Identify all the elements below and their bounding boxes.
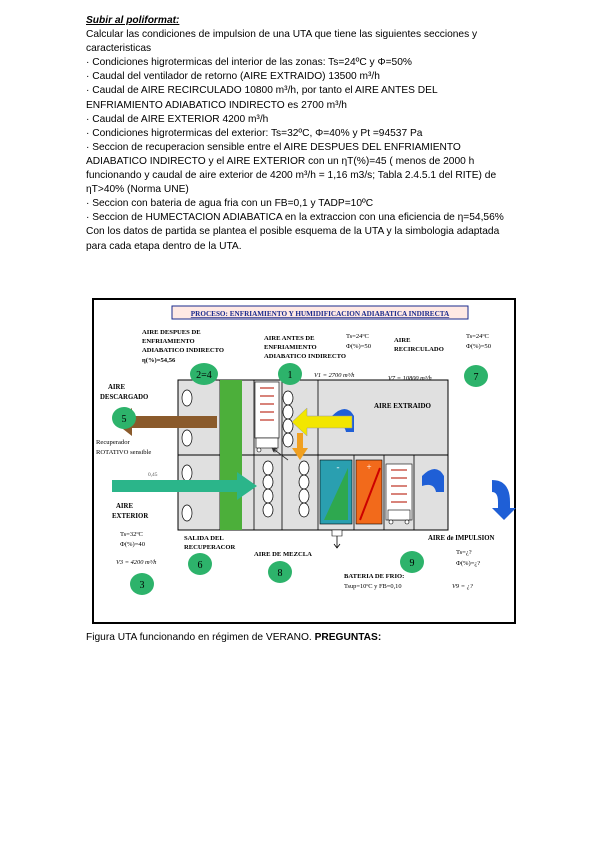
label-mezcla: AIRE DE MEZCLA <box>254 551 312 558</box>
bullet-recirculado: · Caudal de AIRE RECIRCULADO 10800 m³/h,… <box>86 85 438 111</box>
diagram-header: PROCESO: ENFRIAMIENTO Y HUMIDIFICACION A… <box>191 310 450 318</box>
node-2-4: 2=4 <box>190 363 218 385</box>
arrow-exterior <box>112 472 257 500</box>
svg-text:7: 7 <box>474 372 479 383</box>
uta-diagram: PROCESO: ENFRIAMIENTO Y HUMIDIFICACION A… <box>92 298 516 624</box>
humidifier-top <box>254 381 280 439</box>
label-exterior: AIRE EXTERIOR <box>112 503 148 520</box>
label-antes-caudal: V1 = 2700 m³/h <box>314 372 355 379</box>
rotary-recuperator <box>220 380 242 530</box>
caption-text: UTA funcionando en régimen de VERANO. <box>114 632 315 643</box>
node-1: 1 <box>278 363 302 385</box>
humidifier-coil <box>391 469 407 503</box>
label-impulsion-values: Ts=¿? Φ(%)=¿? <box>456 549 480 567</box>
document-title: Subir al poliformat: <box>86 15 180 26</box>
label-despues: AIRE DESPUES DE ENFRIAMIENTO ADIABATICO … <box>142 329 226 364</box>
node-9: 9 <box>400 551 424 573</box>
bullet-exterior: · Caudal de AIRE EXTERIOR 4200 m³/h <box>86 113 269 125</box>
label-recirculado-values: Ts=24ºC Φ(%)=50 <box>466 333 492 350</box>
tray-wheel <box>256 447 262 453</box>
coil-shade <box>324 468 348 520</box>
fan-supply-icon <box>422 469 444 492</box>
node-6: 6 <box>188 553 212 575</box>
bullet-interior: · Condiciones higrotermicas del interior… <box>86 57 412 69</box>
bullet-bateria: · Seccion con bateria de agua fria con u… <box>86 198 374 210</box>
figure-caption: Figura UTA funcionando en régimen de VER… <box>86 632 381 643</box>
paragraph-esquema: Con los datos de partida se plantea el p… <box>86 226 500 252</box>
document-text: Subir al poliformat: Calcular las condic… <box>86 14 516 254</box>
svg-text:3: 3 <box>140 580 145 591</box>
node-8: 8 <box>268 561 292 583</box>
label-salida: SALIDA DEL RECUPERACOR <box>184 535 236 551</box>
node-5: 5 <box>112 407 136 429</box>
drain-arrow-icon <box>333 536 341 549</box>
label-extraido: AIRE EXTRAIDO <box>374 402 432 410</box>
coil-minus-sign: - <box>337 462 340 472</box>
label-impulsion: AIRE de IMPULSION <box>428 535 495 542</box>
filter-column-left <box>181 389 193 522</box>
node-3: 3 <box>130 573 154 595</box>
humidifier-tray <box>387 509 411 521</box>
heating-coil <box>355 459 383 525</box>
diagram-header-box <box>171 305 469 320</box>
label-antes: AIRE ANTES DE ENFRIAMIENTO ADIABATICO IN… <box>264 335 346 360</box>
flow-pointer <box>271 447 289 461</box>
arrow-extraido <box>291 407 353 437</box>
humidifier-coil <box>260 387 274 421</box>
drain <box>331 529 343 537</box>
svg-text:5: 5 <box>122 414 127 425</box>
bullet-humectacion: · Seccion de HUMECTACION ADIABATICA en l… <box>86 212 504 224</box>
label-exterior-values: Ts=32ºC Φ(%)=40 <box>120 531 146 548</box>
svg-text:1: 1 <box>288 370 293 381</box>
bullet-cond-exterior: · Condiciones higrotermicas del exterior… <box>86 127 423 139</box>
tray-wheel <box>388 519 394 525</box>
label-efficiency: 0,45 <box>148 472 158 478</box>
coil-line <box>359 467 381 521</box>
svg-text:6: 6 <box>198 560 203 571</box>
label-frio: BATERIA DE FRIO: <box>344 573 404 580</box>
arrow-recirculado-down <box>292 433 308 460</box>
paragraph-intro: Calcular las condiciones de impulsion de… <box>86 29 478 55</box>
arrow-impulsion <box>492 480 516 520</box>
label-antes-values: Ts=24ºC Φ(%)=50 <box>346 333 372 350</box>
label-recirculado: AIRE RECIRCULADO <box>394 337 444 353</box>
label-descargado: AIRE DESCARGADO <box>100 384 148 401</box>
node-7: 7 <box>464 365 488 387</box>
coil-plus-sign: + <box>366 462 371 472</box>
label-recirculado-caudal: V7 = 10800 m³/h <box>388 375 432 382</box>
tray-wheel <box>404 519 410 525</box>
svg-text:9: 9 <box>410 558 415 569</box>
bullet-extraido: · Caudal del ventilador de retorno (AIRE… <box>86 71 380 83</box>
label-frio-values: Tsup=10ºC y FB=0,10 <box>344 583 402 590</box>
bullet-recuperacion: · Seccion de recuperacion sensible entre… <box>86 141 497 196</box>
svg-text:2=4: 2=4 <box>196 370 212 381</box>
label-impulsion-caudal: V9 = ¿? <box>452 583 474 590</box>
svg-text:8: 8 <box>278 568 283 579</box>
caption-preguntas: PREGUNTAS: <box>314 632 382 643</box>
humidifier-tray <box>255 437 279 449</box>
filter-column-mid <box>262 390 310 518</box>
arrow-descargado <box>114 408 217 436</box>
label-recuperador: Recuperador ROTATIVO sensible <box>96 439 151 456</box>
label-exterior-caudal: V3 = 4200 m³/h <box>116 559 157 566</box>
caption-figure-label: Figura <box>86 632 115 643</box>
